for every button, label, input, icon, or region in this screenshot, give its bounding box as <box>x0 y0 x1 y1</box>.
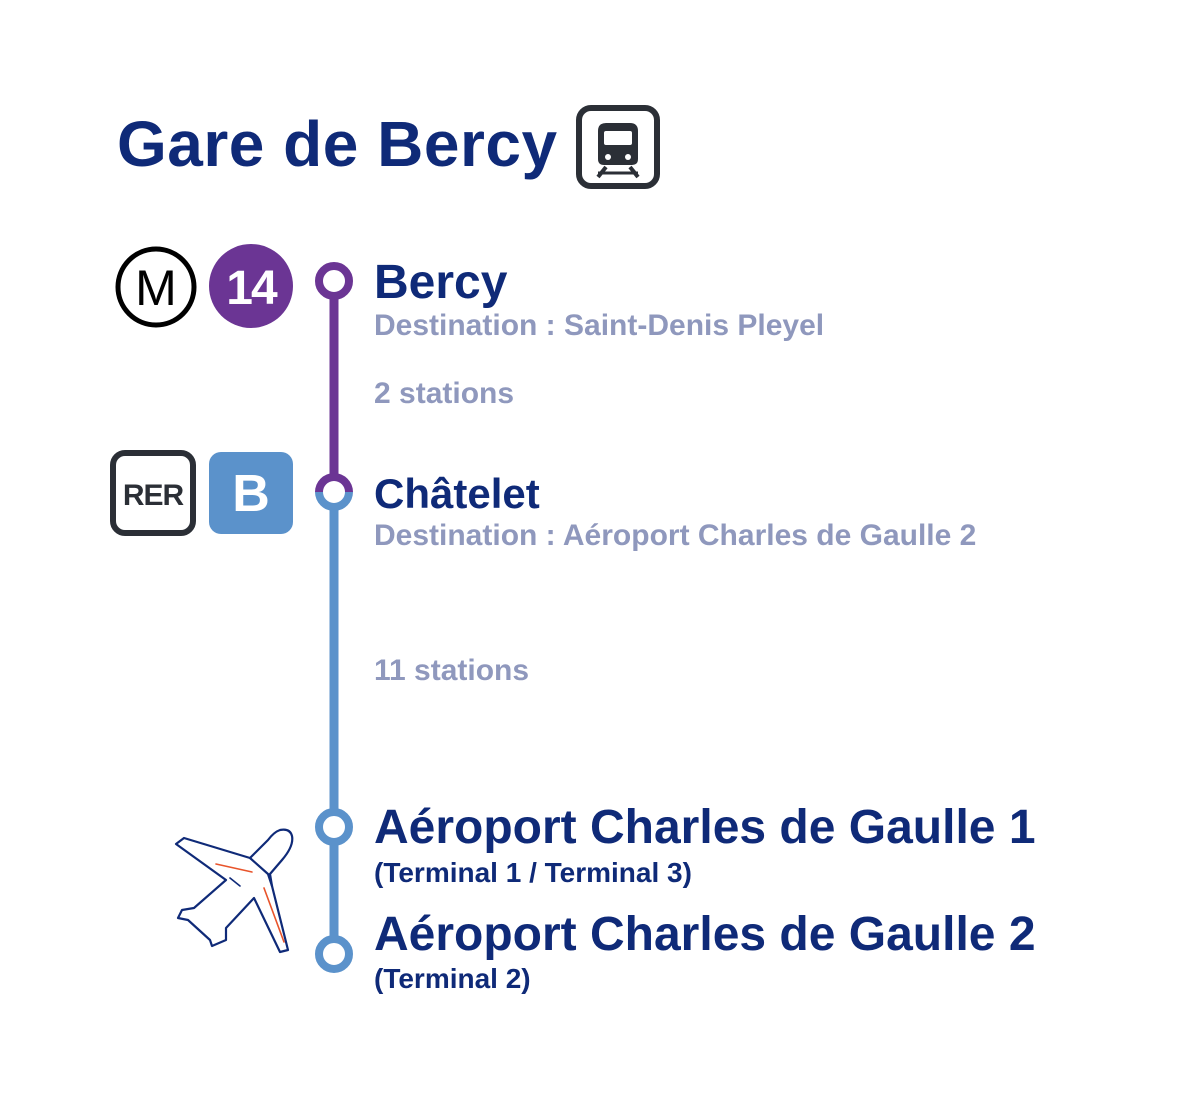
metro-letter: M <box>135 260 177 316</box>
stop-name-bercy: Bercy <box>374 256 508 309</box>
line-14-badge: 14 <box>209 244 293 328</box>
stop-marker-cdg2 <box>315 935 353 973</box>
stop-destination-chatelet: Destination : Aéroport Charles de Gaulle… <box>374 519 977 552</box>
metro-icon: M <box>115 246 197 328</box>
stop-name-cdg2: Aéroport Charles de Gaulle 2 <box>374 908 1036 961</box>
stop-destination-bercy: Destination : Saint-Denis Pleyel <box>374 309 825 342</box>
stop-marker-chatelet <box>315 473 353 511</box>
rer-icon: RER <box>110 450 196 536</box>
segment-count-rer-b: 11 stations <box>374 654 530 687</box>
airplane-icon <box>174 828 294 954</box>
train-icon <box>576 105 660 189</box>
stop-terminal-cdg1: (Terminal 1 / Terminal 3) <box>374 857 692 888</box>
line-14-number: 14 <box>226 262 278 315</box>
stop-terminal-cdg2: (Terminal 2) <box>374 963 531 994</box>
rer-b-letter: B <box>232 465 270 523</box>
rer-label: RER <box>123 479 185 512</box>
rer-b-badge: B <box>209 452 293 534</box>
segment-count-line-14: 2 stations <box>374 377 515 410</box>
page-title: Gare de Bercy <box>117 108 558 180</box>
stop-marker-bercy <box>315 262 353 300</box>
stop-marker-cdg1 <box>315 808 353 846</box>
stop-name-chatelet: Châtelet <box>374 470 540 517</box>
stop-name-cdg1: Aéroport Charles de Gaulle 1 <box>374 801 1036 854</box>
